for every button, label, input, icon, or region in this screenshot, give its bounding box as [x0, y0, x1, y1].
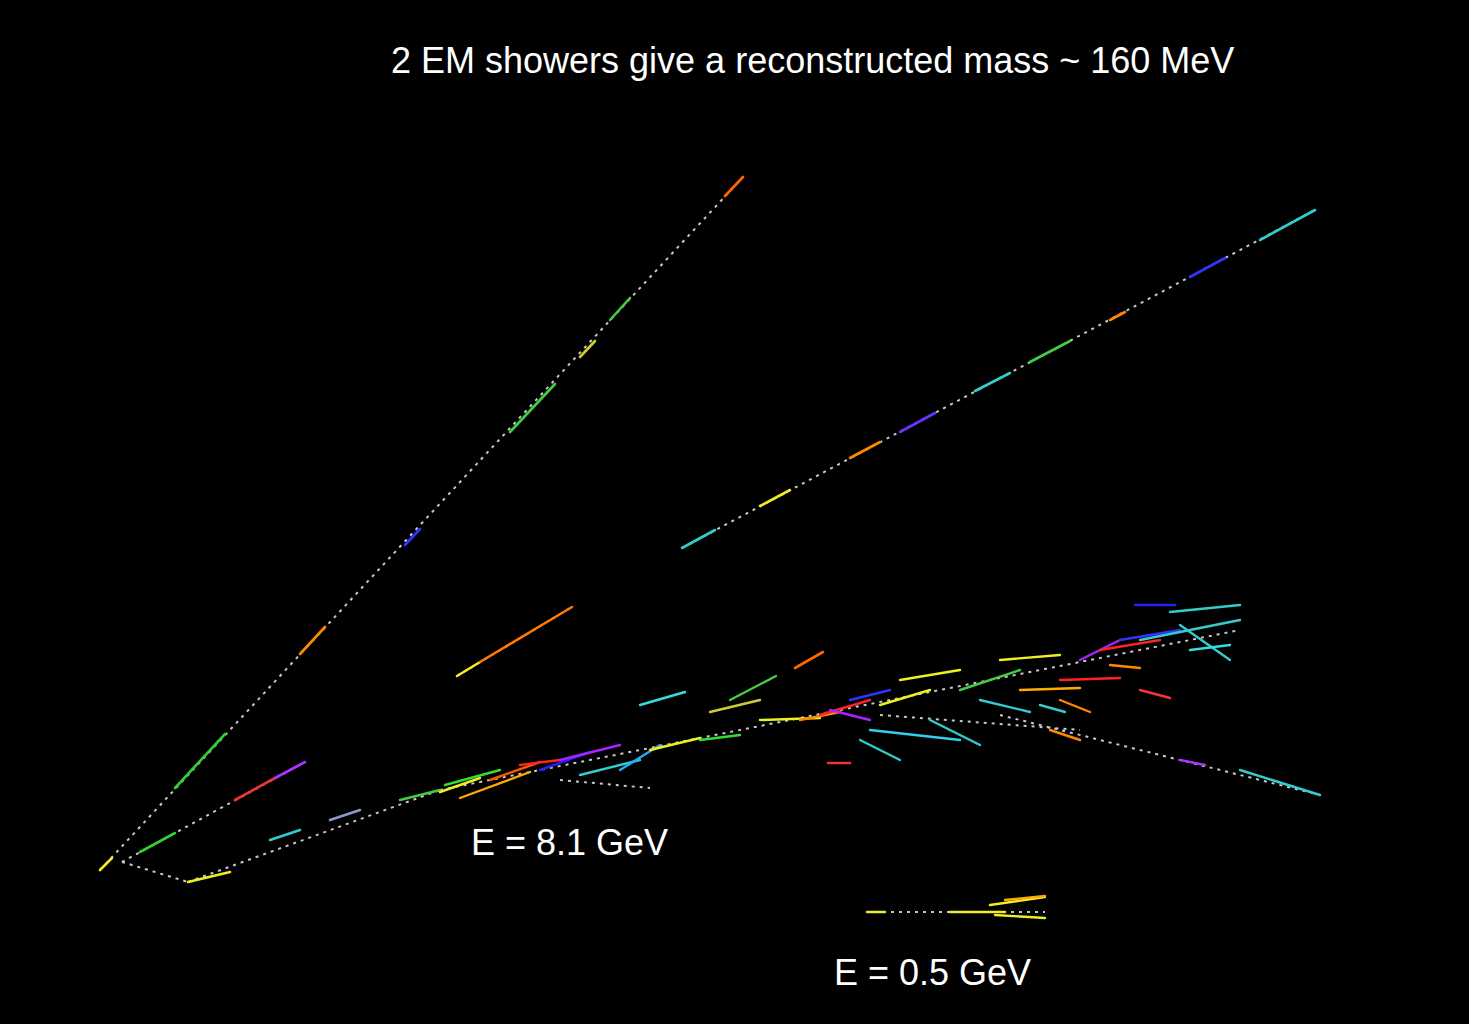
- em-shower-segment: [640, 692, 685, 705]
- track-hits-segment: [330, 810, 360, 820]
- track-hits-segment: [175, 734, 225, 788]
- track-hits-segment: [900, 413, 935, 432]
- track-hits-segment: [100, 858, 112, 870]
- track-hits-segment: [275, 762, 305, 778]
- energy-label: E = 0.5 GeV: [831, 952, 1034, 993]
- em-shower-segment: [980, 700, 1030, 712]
- em-shower-segment: [1020, 688, 1080, 690]
- track-dashes-segment: [100, 177, 743, 870]
- track-dashes-segment: [188, 790, 440, 882]
- em-shower-segment: [870, 730, 960, 740]
- em-shower-segment: [730, 676, 776, 700]
- title: 2 EM showers give a reconstructed mass ~…: [388, 40, 1237, 81]
- track-hits-segment: [760, 490, 790, 506]
- em-shower-segment: [650, 738, 700, 750]
- track-hits-segment: [270, 830, 300, 840]
- em-shower-segment: [1110, 665, 1140, 668]
- small-shower-segment: [950, 911, 1005, 913]
- em-shower-segment: [830, 710, 870, 720]
- small-shower-segment: [1005, 896, 1045, 900]
- track-hits-segment: [188, 872, 230, 882]
- em-shower-segment: [1240, 770, 1320, 795]
- track-hits-segment: [610, 298, 630, 320]
- track-hits-segment: [725, 177, 743, 196]
- track-hits-segment: [795, 652, 823, 668]
- em-shower-segment: [1060, 678, 1120, 680]
- em-shower-segment: [1040, 705, 1065, 712]
- track-hits-segment: [140, 833, 175, 852]
- track-hits-segment: [1260, 210, 1315, 240]
- energy-label: E = 8.1 GeV: [468, 822, 671, 863]
- em-shower-segment: [1050, 730, 1080, 740]
- track-hits-segment: [480, 607, 572, 662]
- em-shower-segment: [1170, 605, 1240, 612]
- em-shower-segment: [1135, 604, 1175, 606]
- em-shower-segment: [1000, 655, 1060, 660]
- em-shower-segment: [560, 745, 620, 760]
- em-shower-segment: [960, 670, 1020, 690]
- track-dashes-segment: [560, 780, 650, 788]
- track-dashes-segment: [440, 630, 1240, 790]
- track-dashes-segment: [682, 210, 1315, 548]
- em-shower-segment: [880, 690, 930, 705]
- track-dashes-segment: [122, 862, 188, 882]
- em-shower-segment: [850, 690, 890, 700]
- track-hits-segment: [300, 627, 325, 654]
- track-hits-segment: [405, 529, 420, 545]
- track-dashes-segment: [867, 911, 1045, 913]
- em-shower: [440, 605, 1320, 798]
- track-hits: [100, 177, 1315, 882]
- track-hits-segment: [457, 662, 480, 676]
- em-shower-segment: [930, 720, 980, 745]
- small-shower: [867, 896, 1045, 918]
- em-shower-segment: [1140, 620, 1240, 640]
- em-shower-segment: [1060, 700, 1090, 712]
- track-dashes: [100, 177, 1320, 912]
- em-shower-segment: [1180, 625, 1230, 660]
- track-hits-segment: [510, 384, 555, 432]
- track-dashes-segment: [880, 715, 1080, 730]
- em-shower-segment: [1190, 645, 1230, 650]
- track-hits-segment: [580, 341, 595, 357]
- track-dashes-segment: [122, 762, 305, 862]
- track-dashes-segment: [1000, 715, 1320, 795]
- track-hits-segment: [235, 778, 275, 800]
- em-shower-segment: [1140, 690, 1170, 698]
- track-hits-segment: [828, 762, 850, 765]
- em-shower-segment: [1100, 640, 1160, 650]
- track-hits-segment: [850, 442, 880, 458]
- track-hits-segment: [975, 373, 1010, 391]
- track-hits-segment: [1030, 341, 1070, 362]
- small-shower-segment: [990, 897, 1045, 905]
- em-shower-segment: [460, 772, 530, 798]
- em-shower-segment: [445, 770, 500, 785]
- em-shower-segment: [710, 700, 760, 712]
- track-hits-segment: [682, 530, 715, 548]
- small-shower-segment: [867, 911, 885, 913]
- em-shower-segment: [490, 762, 540, 780]
- em-shower-segment: [900, 670, 960, 680]
- em-shower-segment: [700, 735, 740, 740]
- small-shower-segment: [995, 915, 1045, 918]
- em-shower-segment: [1180, 760, 1205, 765]
- em-shower-segment: [860, 740, 900, 760]
- track-dashes-segment: [457, 607, 572, 676]
- track-hits-segment: [1110, 312, 1125, 320]
- track-hits-segment: [400, 790, 440, 800]
- track-hits-segment: [1190, 258, 1225, 277]
